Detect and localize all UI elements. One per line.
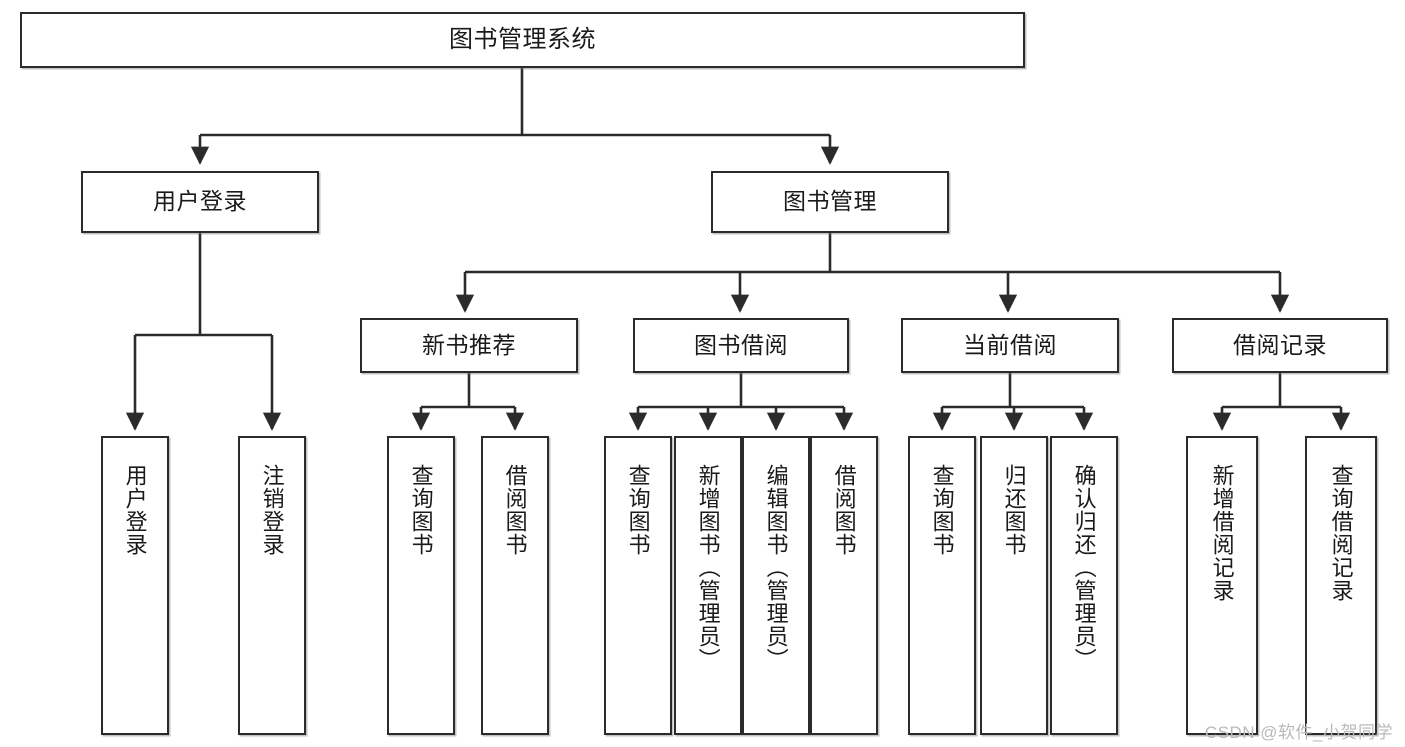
leaf-add-book[interactable]: 新增图书（管理员）: [674, 436, 742, 735]
node-new-book-rec[interactable]: 新书推荐: [360, 318, 578, 373]
leaf-user-logout-label: 注销登录: [259, 464, 285, 556]
leaf-query-book-rec[interactable]: 查询图书: [387, 436, 455, 735]
leaf-add-book-label: 新增图书（管理员）: [695, 464, 721, 671]
leaf-query-record-label: 查询借阅记录: [1328, 464, 1354, 602]
node-book-borrow-label: 图书借阅: [694, 331, 788, 358]
leaf-query-record[interactable]: 查询借阅记录: [1305, 436, 1377, 735]
leaf-return-book-label: 归还图书: [1001, 464, 1027, 556]
node-borrow-record-label: 借阅记录: [1233, 331, 1327, 358]
leaf-borrow-book[interactable]: 借阅图书: [810, 436, 878, 735]
node-book-manage-label: 图书管理: [783, 188, 877, 215]
leaf-user-logout[interactable]: 注销登录: [238, 436, 306, 735]
leaf-return-book[interactable]: 归还图书: [980, 436, 1048, 735]
leaf-query-book-rec-label: 查询图书: [408, 464, 434, 556]
leaf-query-book-current-label: 查询图书: [929, 464, 955, 556]
node-new-book-rec-label: 新书推荐: [422, 331, 516, 358]
leaf-query-book-borrow[interactable]: 查询图书: [604, 436, 672, 735]
node-current-borrow-label: 当前借阅: [963, 331, 1057, 358]
leaf-borrow-book-rec[interactable]: 借阅图书: [481, 436, 549, 735]
node-user-login-label: 用户登录: [153, 188, 247, 215]
leaf-query-book-current[interactable]: 查询图书: [908, 436, 976, 735]
node-root[interactable]: 图书管理系统: [20, 12, 1025, 68]
node-user-login[interactable]: 用户登录: [81, 171, 319, 233]
leaf-borrow-book-label: 借阅图书: [831, 464, 857, 556]
node-book-borrow[interactable]: 图书借阅: [633, 318, 849, 373]
leaf-add-record-label: 新增借阅记录: [1209, 464, 1235, 602]
node-root-label: 图书管理系统: [449, 25, 596, 53]
watermark: CSDN @软件_小贺同学: [1204, 723, 1393, 742]
node-current-borrow[interactable]: 当前借阅: [901, 318, 1119, 373]
leaf-confirm-return-label: 确认归还（管理员）: [1071, 464, 1097, 671]
node-book-manage[interactable]: 图书管理: [711, 171, 949, 233]
leaf-user-login[interactable]: 用户登录: [101, 436, 169, 735]
leaf-query-book-borrow-label: 查询图书: [625, 464, 651, 556]
leaf-edit-book[interactable]: 编辑图书（管理员）: [742, 436, 810, 735]
leaf-borrow-book-rec-label: 借阅图书: [502, 464, 528, 556]
node-borrow-record[interactable]: 借阅记录: [1172, 318, 1388, 373]
leaf-add-record[interactable]: 新增借阅记录: [1186, 436, 1258, 735]
leaf-edit-book-label: 编辑图书（管理员）: [763, 464, 789, 671]
leaf-user-login-label: 用户登录: [122, 464, 148, 556]
leaf-confirm-return[interactable]: 确认归还（管理员）: [1050, 436, 1118, 735]
